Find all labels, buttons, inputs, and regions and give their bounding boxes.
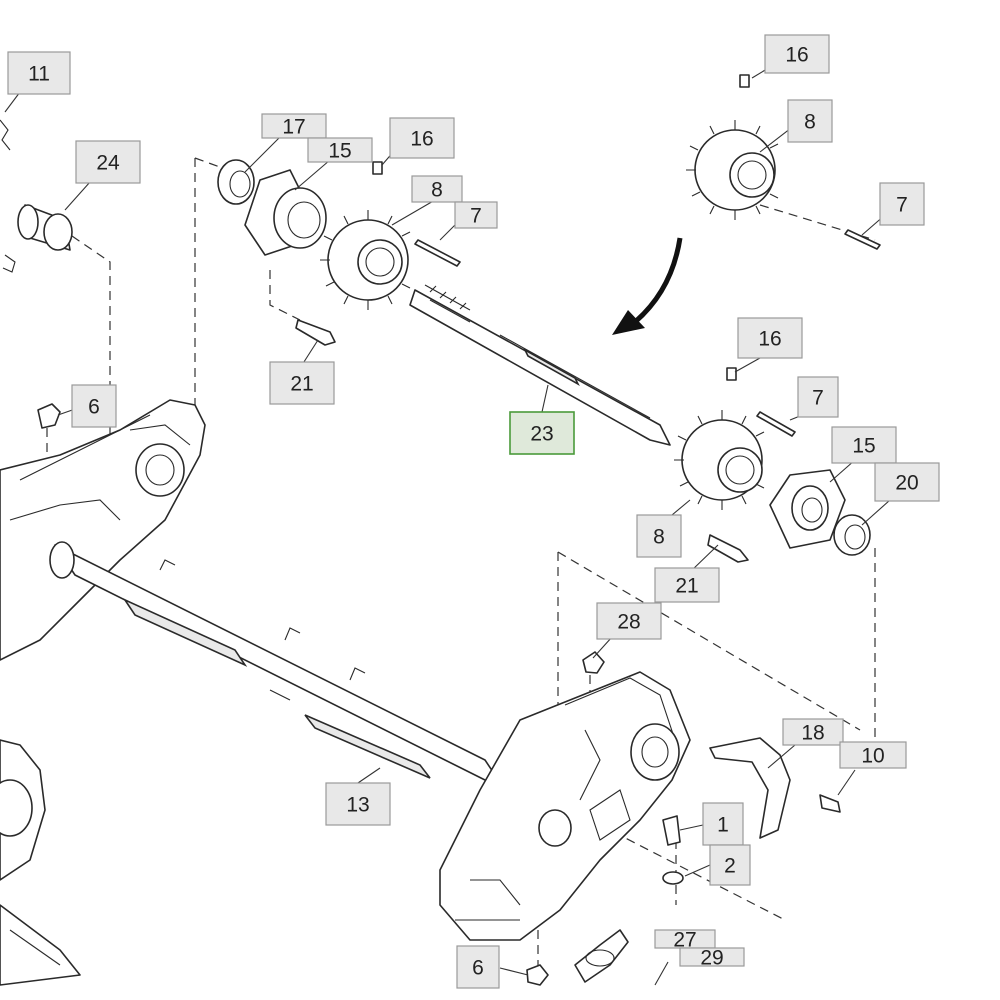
sprocket-top-left bbox=[320, 210, 411, 310]
callout-8b-label: 8 bbox=[804, 111, 816, 134]
callout-1-label: 1 bbox=[717, 814, 729, 837]
callout-28: 28 bbox=[596, 602, 662, 640]
bolts-and-keys bbox=[2, 74, 881, 986]
callout-6b-label: 6 bbox=[472, 957, 484, 980]
callout-7a-label: 7 bbox=[470, 205, 482, 228]
callout-2-label: 2 bbox=[724, 855, 736, 878]
callout-7b-label: 7 bbox=[896, 194, 908, 217]
callout-16c: 16 bbox=[737, 317, 803, 359]
callout-24: 24 bbox=[75, 140, 141, 184]
callout-8b: 8 bbox=[787, 99, 833, 143]
callout-18-label: 18 bbox=[801, 722, 824, 745]
rotation-arrow bbox=[612, 237, 683, 335]
callout-21a-label: 21 bbox=[290, 373, 313, 396]
callout-21b-label: 21 bbox=[675, 575, 698, 598]
callout-13: 13 bbox=[325, 782, 391, 826]
callout-23-label: 23 bbox=[530, 423, 553, 446]
callout-8c-label: 8 bbox=[653, 526, 665, 549]
callout-17: 17 bbox=[261, 113, 327, 139]
callout-24-label: 24 bbox=[96, 152, 120, 175]
sprocket-top-right bbox=[686, 120, 779, 220]
callout-15a: 15 bbox=[307, 137, 373, 163]
callout-6b: 6 bbox=[456, 945, 500, 989]
callout-2: 2 bbox=[709, 844, 751, 886]
callout-8c: 8 bbox=[636, 514, 682, 558]
bushing-24 bbox=[17, 204, 73, 251]
sprocket-middle-right bbox=[674, 410, 765, 510]
main-tube bbox=[49, 541, 506, 791]
right-gearbox-housing bbox=[439, 671, 691, 941]
callout-16c-label: 16 bbox=[758, 328, 781, 351]
left-frame-assembly bbox=[0, 119, 206, 986]
callout-15a-label: 15 bbox=[328, 140, 351, 163]
callout-13-label: 13 bbox=[346, 794, 369, 817]
callout-10: 10 bbox=[839, 741, 907, 769]
callout-21a: 21 bbox=[269, 361, 335, 405]
callout-28-label: 28 bbox=[617, 611, 640, 634]
callout-29: 29 bbox=[679, 947, 745, 970]
callout-1: 1 bbox=[702, 802, 744, 846]
callout-23: 23 bbox=[509, 411, 575, 455]
callout-16a-label: 16 bbox=[410, 128, 433, 151]
callout-7c-label: 7 bbox=[812, 387, 824, 410]
callout-27-label: 27 bbox=[673, 929, 696, 952]
callout-15b-label: 15 bbox=[852, 435, 875, 458]
drive-shaft bbox=[409, 284, 671, 446]
callout-21b: 21 bbox=[654, 567, 720, 603]
callout-16b-label: 16 bbox=[785, 44, 808, 67]
callout-16a: 16 bbox=[389, 117, 455, 159]
callout-8a-label: 8 bbox=[431, 179, 443, 202]
callout-11-label: 11 bbox=[28, 63, 50, 86]
callout-17-label: 17 bbox=[282, 116, 305, 139]
callout-6a: 6 bbox=[71, 384, 117, 428]
callout-20-label: 20 bbox=[895, 472, 918, 495]
seal-ring-left bbox=[217, 159, 255, 205]
callout-20: 20 bbox=[874, 462, 940, 502]
seal-ring-right bbox=[833, 514, 871, 556]
callout-29-label: 29 bbox=[700, 947, 723, 970]
callout-7a: 7 bbox=[454, 201, 498, 229]
callout-16b: 16 bbox=[764, 34, 830, 74]
callout-15b: 15 bbox=[831, 426, 897, 464]
bearing-flange-left bbox=[244, 169, 327, 256]
callout-7c: 7 bbox=[797, 376, 839, 418]
callout-6a-label: 6 bbox=[88, 396, 100, 419]
callout-10-label: 10 bbox=[861, 745, 884, 768]
bearing-flange-right bbox=[769, 469, 846, 549]
callout-8a: 8 bbox=[411, 175, 463, 203]
callout-7b: 7 bbox=[879, 182, 925, 226]
callout-11: 11 bbox=[7, 51, 71, 95]
callout-18: 18 bbox=[782, 718, 844, 746]
